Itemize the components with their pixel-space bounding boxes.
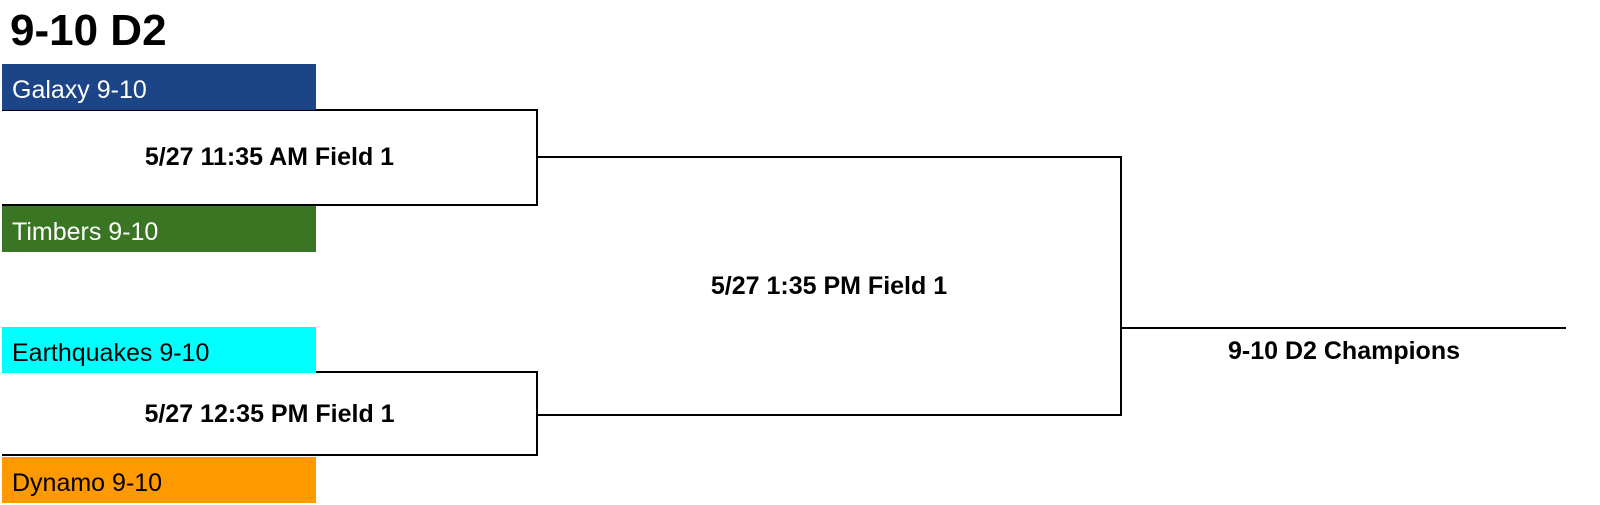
team-earthquakes: Earthquakes 9-10 xyxy=(2,327,316,373)
semifinal-1-game-label: 5/27 11:35 AM Field 1 xyxy=(144,143,395,171)
team-dynamo: Dynamo 9-10 xyxy=(2,457,316,503)
team-label: Timbers 9-10 xyxy=(12,218,159,246)
team-label: Earthquakes 9-10 xyxy=(12,339,210,367)
champion-label: 9-10 D2 Champions xyxy=(1227,337,1460,365)
team-timbers: Timbers 9-10 xyxy=(2,206,316,252)
team-galaxy: Galaxy 9-10 xyxy=(2,64,316,110)
team-label: Dynamo 9-10 xyxy=(12,469,163,497)
semifinal-2-game-label: 5/27 12:35 PM Field 1 xyxy=(144,400,395,428)
final-game-label: 5/27 1:35 PM Field 1 xyxy=(710,272,948,300)
team-label: Galaxy 9-10 xyxy=(12,76,147,104)
final-bracket-line xyxy=(537,156,1122,416)
bracket-title: 9-10 D2 xyxy=(10,6,167,55)
